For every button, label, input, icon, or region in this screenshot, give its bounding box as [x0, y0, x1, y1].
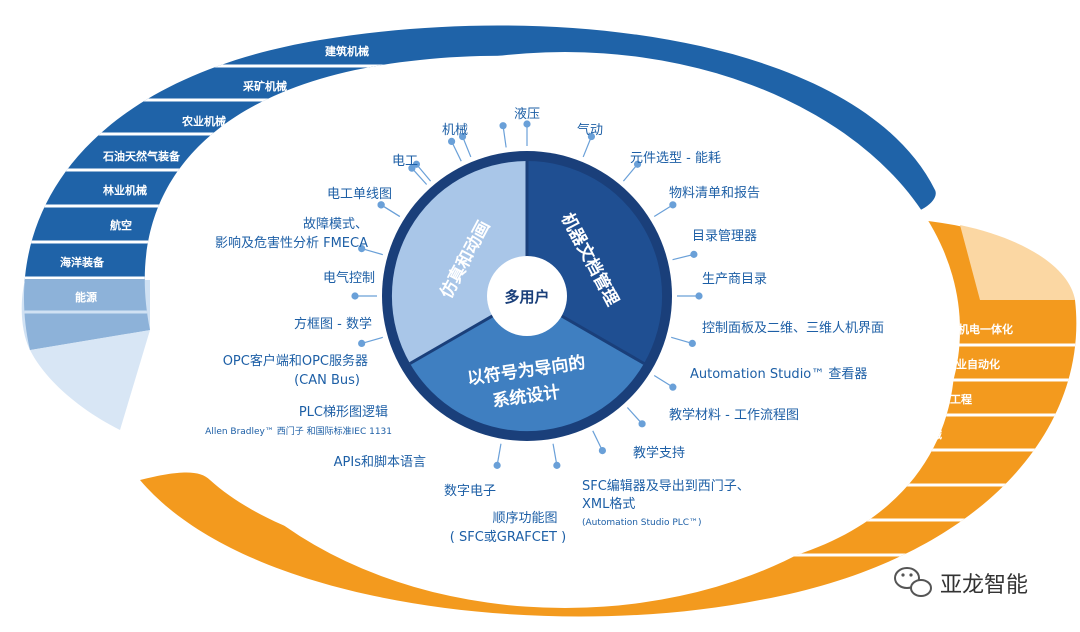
spoke-line	[671, 336, 693, 344]
center-label: 多用户	[504, 288, 549, 306]
feature-label: 电气控制	[323, 270, 375, 286]
orange-band-label: 工业维护	[764, 532, 808, 546]
blue-band-labels: 建筑机械 采矿机械 农业机械 石油天然气装备 林业机械 航空 海洋装备 能源	[60, 44, 369, 304]
spoke-dot	[523, 120, 531, 128]
orange-band-label: 机械设计	[680, 567, 724, 581]
spoke-dot	[493, 461, 501, 469]
spoke-dot	[690, 250, 698, 258]
feature-label: 方框图 - 数学	[294, 316, 372, 332]
feature-label: 物料清单和报告	[669, 186, 760, 201]
blue-band-label: 建筑机械	[325, 44, 369, 58]
orange-band-label: 机电技术	[825, 497, 869, 511]
spoke-dot	[458, 132, 467, 141]
feature-label: 机械	[442, 123, 468, 138]
feature-label: 电工单线图	[327, 187, 392, 202]
feature-label: APIs和脚本语言	[334, 454, 426, 470]
spoke-line	[496, 443, 502, 466]
feature-label: (CAN Bus)	[294, 373, 360, 388]
spoke-dot	[408, 164, 416, 172]
spoke-line	[592, 430, 603, 451]
feature-label: 顺序功能图	[492, 511, 557, 526]
feature-label-small: (Automation Studio PLC™)	[582, 518, 702, 528]
spoke-dot	[553, 461, 561, 469]
blue-band-label: 石油天然气装备	[102, 149, 181, 163]
feature-label: 数字电子	[444, 484, 496, 499]
blue-band-label: 海洋装备	[60, 255, 105, 269]
blue-band-label: 能源	[75, 290, 97, 304]
feature-label: 气动	[577, 122, 603, 138]
feature-label: 电工	[392, 154, 418, 169]
watermark-text: 亚龙智能	[940, 573, 1028, 598]
center-wheel: 多用户 仿真和动画 机器文档管理 以符号为导向的 系统设计	[382, 151, 672, 441]
feature-label: OPC客户端和OPC服务器	[223, 353, 368, 369]
feature-label-small: Allen Bradley™ 西门子 和国际标准IEC 1131	[205, 425, 392, 437]
blue-band-label: 航空	[110, 218, 132, 232]
feature-label: XML格式	[582, 496, 635, 512]
blue-band-label: 农业机械	[181, 114, 226, 128]
blue-band-label: 林业机械	[103, 183, 147, 197]
spoke-dot	[669, 383, 677, 391]
feature-label: 元件选型 - 能耗	[630, 151, 721, 166]
feature-spokes	[351, 120, 703, 469]
spoke-dot	[695, 292, 703, 300]
spoke-dot	[448, 137, 456, 146]
feature-label: Automation Studio™ 查看器	[690, 366, 867, 382]
spoke-dot	[598, 446, 606, 455]
spoke-line	[361, 336, 383, 344]
orange-band-label: 机械工程	[866, 462, 910, 476]
spoke-line	[462, 136, 472, 158]
spoke-dot	[351, 292, 359, 300]
spoke-dot	[638, 420, 646, 428]
spoke-dot	[633, 160, 642, 168]
spoke-line	[361, 248, 383, 256]
feature-label: PLC梯形图逻辑	[299, 405, 388, 420]
spoke-line	[451, 141, 462, 162]
feature-label: SFC编辑器及导出到西门子、	[582, 479, 750, 494]
orange-band-label: 工业自动化	[945, 357, 1000, 371]
feature-label: ( SFC或GRAFCET )	[450, 530, 566, 545]
spoke-line	[653, 374, 674, 388]
spoke-line	[411, 167, 428, 185]
orange-band-label: 电气工程	[928, 392, 972, 406]
feature-label: 控制面板及二维、三维人机界面	[702, 321, 884, 336]
spoke-line	[672, 253, 695, 261]
orange-band-label: 机电一体化	[958, 322, 1013, 336]
orange-band-labels: 机电一体化 工业自动化 电气工程 重工机械 机械工程 机电技术 工业维护 机械设…	[680, 322, 1013, 581]
spoke-line	[415, 163, 432, 182]
feature-label: 目录管理器	[692, 229, 757, 244]
feature-labels: 机械 液压 气动 电工 元件选型 - 能耗 电工单线图 物料清单和报告 故障模式…	[205, 107, 884, 545]
wheel-hub	[487, 256, 567, 336]
blue-band-label: 采矿机械	[242, 79, 287, 93]
spoke-dot	[377, 201, 385, 209]
spoke-line	[653, 204, 674, 218]
spoke-dot	[358, 244, 366, 253]
spoke-dot	[499, 122, 507, 130]
spoke-line	[622, 163, 639, 182]
spoke-line	[552, 443, 558, 466]
spoke-line	[582, 136, 592, 158]
orange-band-label: 重工机械	[898, 427, 942, 441]
spoke-dot	[358, 339, 366, 348]
spoke-dot	[587, 132, 596, 141]
spoke-line	[502, 125, 507, 148]
spoke-dot	[688, 339, 696, 348]
feature-label: 影响及危害性分析 FMECA	[215, 235, 368, 251]
watermark: 亚龙智能	[894, 567, 1028, 598]
feature-label: 液压	[514, 107, 540, 122]
feature-label: 故障模式、	[303, 217, 368, 232]
feature-label: 教学支持	[633, 445, 685, 461]
feature-label: 生产商目录	[702, 272, 767, 287]
spoke-dot	[669, 201, 677, 209]
spoke-line	[380, 204, 401, 218]
spoke-line	[626, 407, 643, 425]
wechat-icon	[894, 567, 932, 597]
spoke-dot	[412, 160, 421, 168]
feature-label: 教学材料 - 工作流程图	[669, 407, 799, 423]
